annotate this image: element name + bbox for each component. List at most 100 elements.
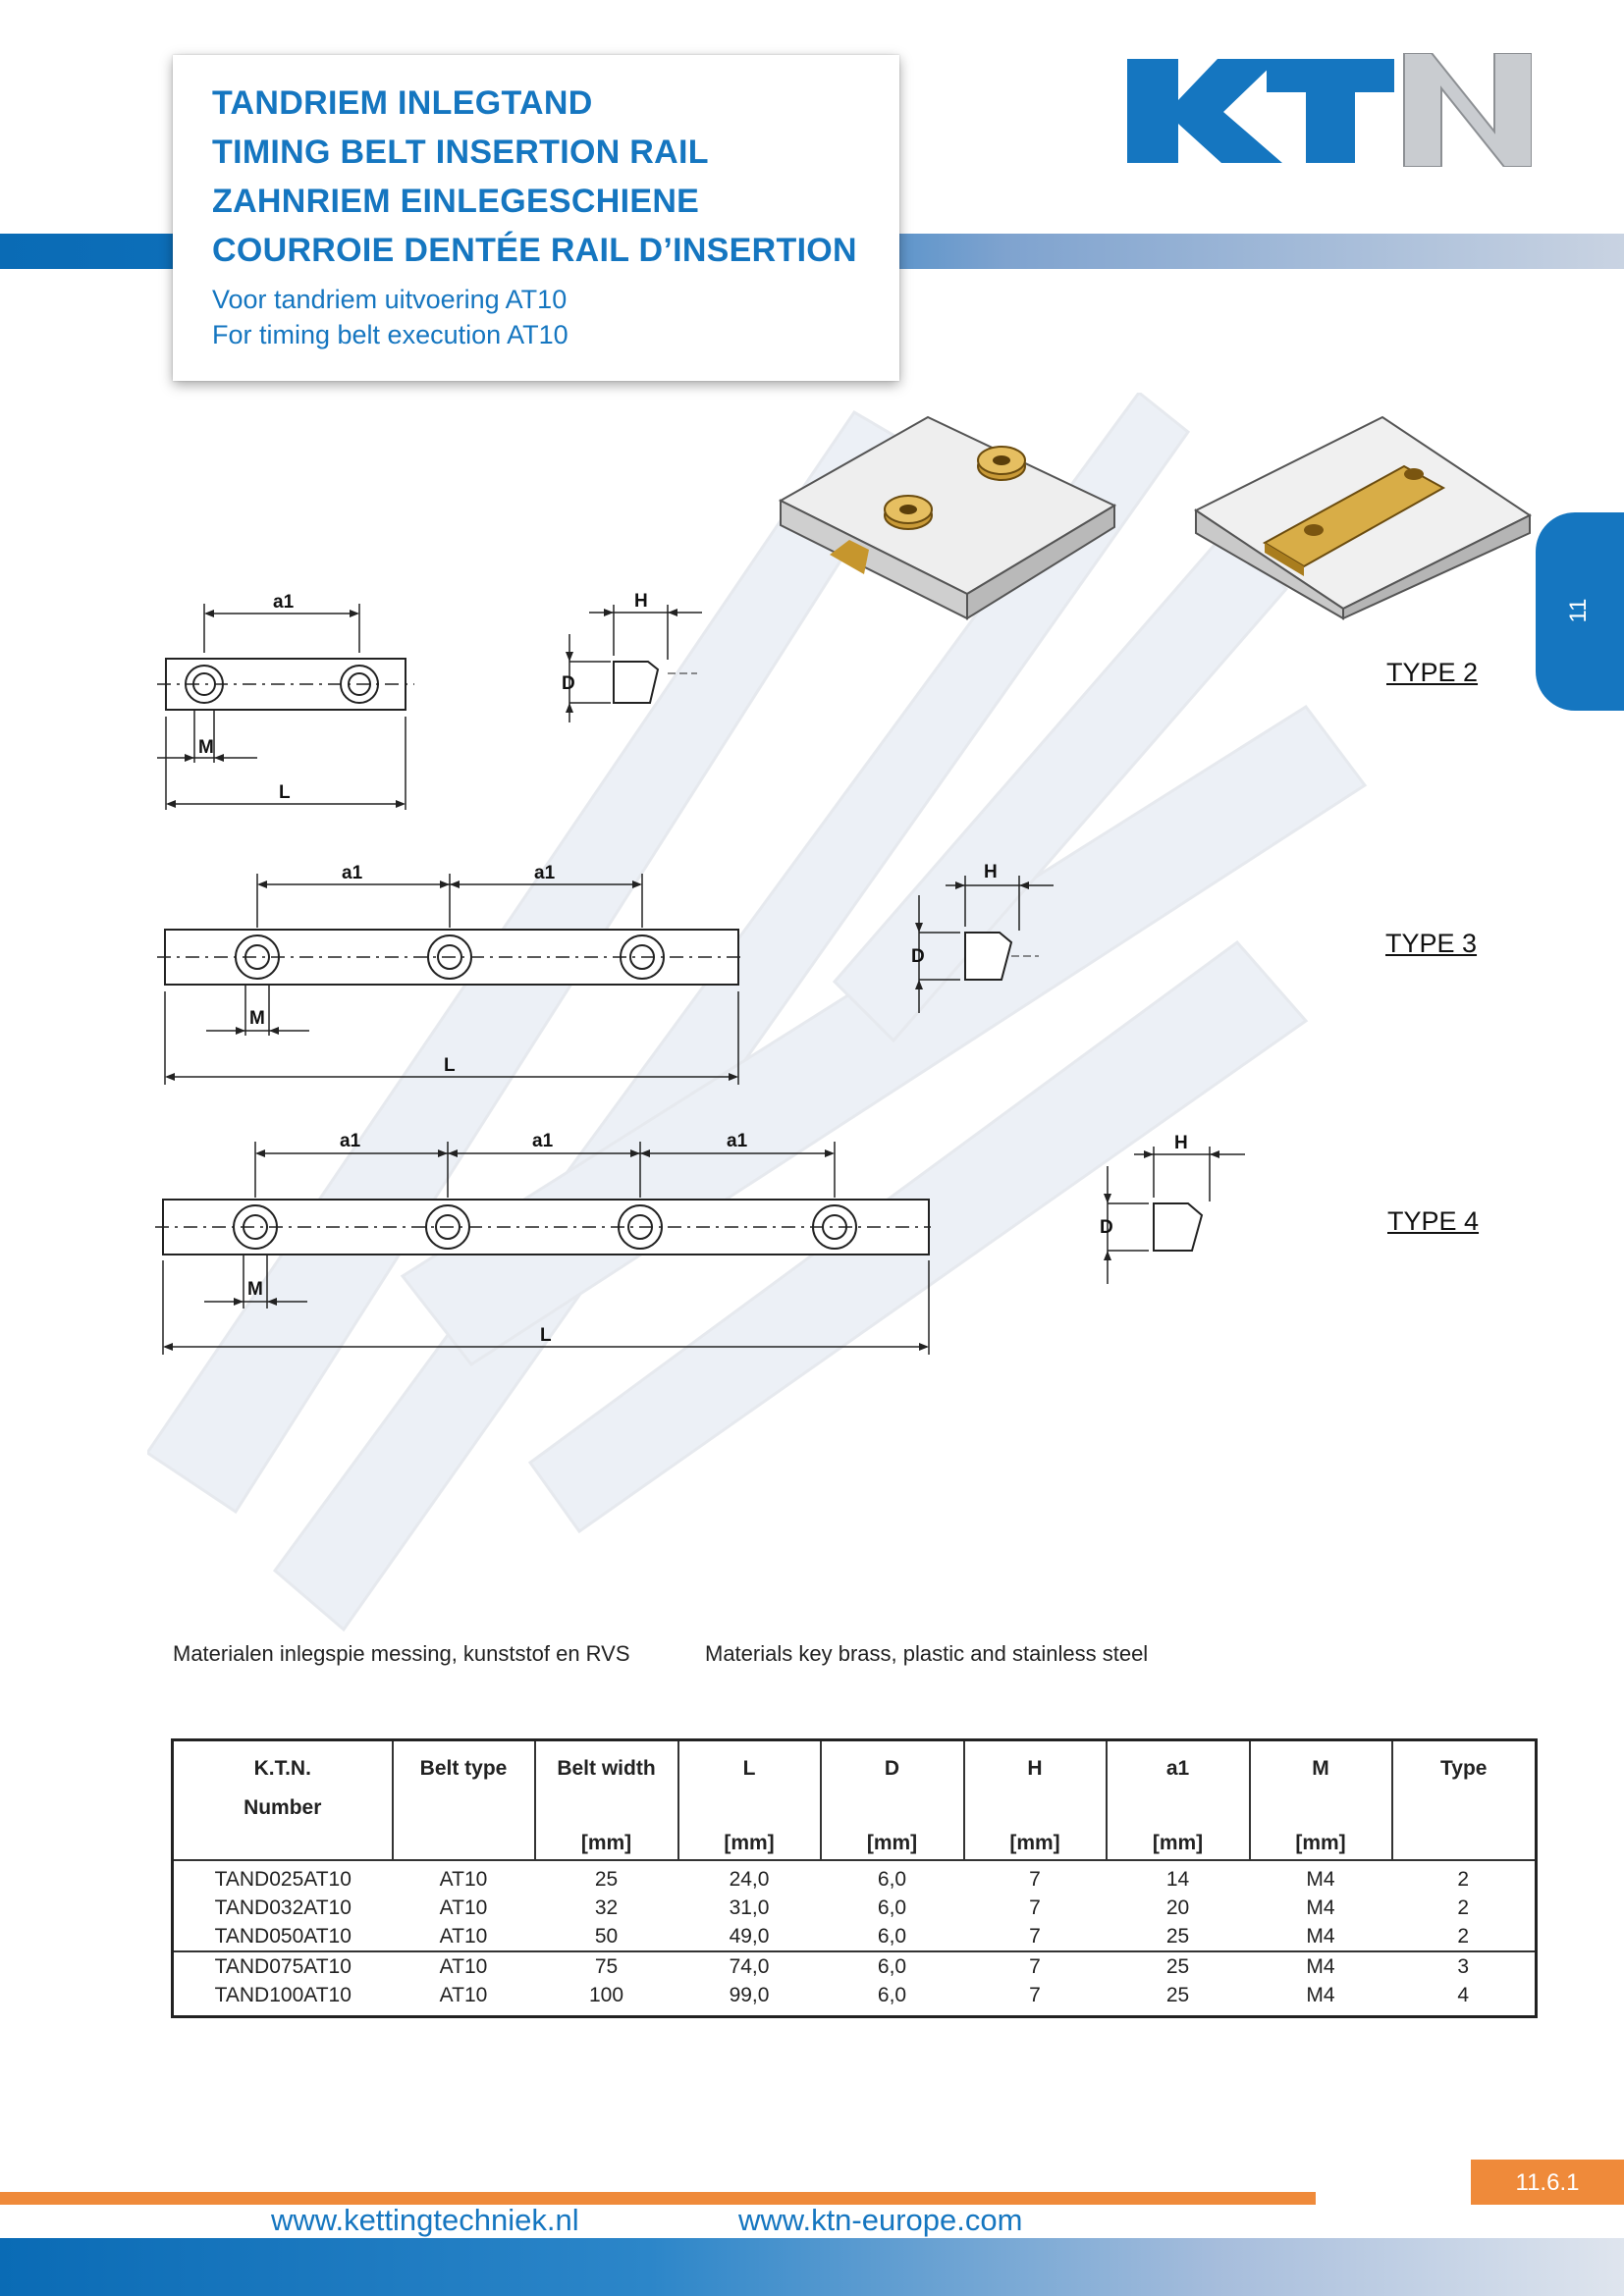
col-header-unit: [mm] — [724, 1832, 775, 1854]
col-header-ktn-label: K.T.N. — [253, 1757, 311, 1780]
cell-l: 49,0 — [729, 1925, 770, 1948]
cell-ktn-number: TAND025AT10 — [214, 1868, 352, 1891]
dim-label-d: D — [911, 946, 925, 967]
type-2-label: TYPE 2 — [1386, 658, 1479, 687]
dim-label-a1: a1 — [727, 1131, 748, 1151]
cell-d: 6,0 — [877, 1868, 907, 1891]
table-header-row: K.T.N. Number Belt type Belt width [mm] L… — [172, 1739, 1537, 1861]
col-header-label: Belt type — [419, 1757, 508, 1780]
col-header-type: Type — [1390, 1739, 1537, 1861]
cell-belt-width: 100 — [588, 1984, 624, 2006]
dim-label-l: L — [444, 1055, 456, 1076]
dim-label-a1: a1 — [342, 863, 363, 883]
spec-table: K.T.N. Number Belt type Belt width [mm] L… — [171, 1738, 1538, 2018]
cell-d: 6,0 — [877, 1925, 907, 1948]
col-header-belt-type: Belt type — [391, 1739, 535, 1861]
cell-type: 4 — [1457, 1984, 1470, 2006]
dim-label-d: D — [1100, 1217, 1113, 1238]
col-header-number-label: Number — [244, 1796, 322, 1819]
cell-type: 2 — [1457, 1896, 1470, 1919]
col-header-label: H — [1027, 1757, 1043, 1780]
cell-m: M4 — [1249, 1950, 1392, 1981]
title-de: ZAHNRIEM EINLEGESCHIENE — [212, 183, 700, 220]
cell-belt-width: 75 — [534, 1950, 678, 1981]
col-header-unit: [mm] — [866, 1832, 918, 1854]
subtitle-en: For timing belt execution AT10 — [212, 320, 568, 349]
table-row: TAND075AT10 AT10 75 74,0 6,0 7 25 M4 3 — [172, 1950, 1537, 1981]
cell-l: 99,0 — [729, 1984, 770, 2006]
product-image-plate — [778, 415, 1117, 620]
col-header-label: L — [742, 1757, 756, 1780]
type2-side-drawing: H D — [562, 591, 702, 722]
dim-label-h: H — [984, 862, 998, 882]
cell-m: M4 — [1306, 1984, 1335, 2006]
cell-l: 31,0 — [729, 1896, 770, 1919]
col-header-label: M — [1312, 1757, 1329, 1780]
page-number-box: 11.6.1 — [1471, 2160, 1624, 2205]
cell-h: 7 — [1029, 1984, 1041, 2006]
cell-type: 3 — [1391, 1950, 1537, 1981]
cell-m: M4 — [1306, 1896, 1335, 1919]
dim-label-h: H — [1174, 1133, 1188, 1153]
col-header-l: L [mm] — [677, 1739, 821, 1861]
cell-a1: 25 — [1106, 1950, 1250, 1981]
type3-side-drawing: H D — [911, 862, 1054, 1013]
col-header-unit: [mm] — [1295, 1832, 1346, 1854]
col-header-m: M [mm] — [1248, 1739, 1392, 1861]
col-header-label: Type — [1440, 1757, 1488, 1780]
link-kettingtechniek[interactable]: www.kettingtechniek.nl — [271, 2203, 579, 2237]
cell-belt-width: 32 — [594, 1896, 619, 1919]
dim-label-m: M — [249, 1008, 265, 1029]
dim-label-d: D — [562, 673, 575, 694]
cell-belt-type: AT10 — [392, 1950, 535, 1981]
cell-h: 7 — [1029, 1925, 1041, 1948]
cell-h: 7 — [1029, 1868, 1041, 1891]
cell-h: 7 — [1029, 1896, 1041, 1919]
title-card: TANDRIEM INLEGTAND TIMING BELT INSERTION… — [173, 55, 899, 381]
cell-ktn-number: TAND100AT10 — [214, 1984, 352, 2006]
type-4-label: TYPE 4 — [1387, 1206, 1480, 1236]
col-header-belt-width: Belt width [mm] — [533, 1739, 678, 1861]
cell-a1: 25 — [1165, 1925, 1190, 1948]
cell-ktn-number: TAND075AT10 — [172, 1950, 393, 1981]
dim-label-a1: a1 — [273, 592, 295, 613]
type3-top-drawing: a1 a1 M L — [157, 863, 746, 1085]
col-header-ktn-number: K.T.N. Number — [172, 1739, 393, 1861]
dim-label-h: H — [634, 591, 648, 612]
cell-d: 6,0 — [820, 1950, 964, 1981]
dim-label-a1: a1 — [340, 1131, 361, 1151]
cell-d: 6,0 — [877, 1984, 907, 2006]
col-header-label: Belt width — [557, 1757, 656, 1780]
dim-label-a1: a1 — [532, 1131, 554, 1151]
col-header-unit: [mm] — [1009, 1832, 1060, 1854]
materials-nl: Materialen inlegspie messing, kunststof … — [173, 1641, 630, 1666]
table-row: TAND050AT10 AT10 50 49,0 6,0 7 25 M4 2 — [173, 1922, 1537, 1951]
cell-type: 2 — [1457, 1925, 1470, 1948]
subtitle-nl: Voor tandriem uitvoering AT10 — [212, 285, 568, 314]
cell-belt-type: AT10 — [439, 1984, 488, 2006]
product-image-rail — [1194, 415, 1532, 620]
cell-type: 2 — [1457, 1868, 1470, 1891]
col-header-d: D [mm] — [819, 1739, 964, 1861]
col-header-unit: [mm] — [1152, 1832, 1204, 1854]
title-en: TIMING BELT INSERTION RAIL — [212, 133, 709, 171]
cell-d: 6,0 — [877, 1896, 907, 1919]
cell-a1: 25 — [1165, 1984, 1190, 2006]
col-header-h: H [mm] — [962, 1739, 1107, 1861]
type2-top-drawing: a1 M L — [157, 592, 414, 810]
col-header-unit: [mm] — [580, 1832, 632, 1854]
title-nl: TANDRIEM INLEGTAND — [212, 84, 593, 122]
type4-top-drawing: a1 a1 a1 M L — [155, 1131, 931, 1355]
footer-orange-line — [0, 2192, 1316, 2205]
cell-ktn-number: TAND032AT10 — [214, 1896, 352, 1919]
dim-label-l: L — [540, 1325, 552, 1346]
cell-ktn-number: TAND050AT10 — [214, 1925, 352, 1948]
dim-label-a1: a1 — [534, 863, 556, 883]
dim-label-m: M — [198, 737, 214, 758]
link-ktn-europe[interactable]: www.ktn-europe.com — [738, 2203, 1023, 2237]
cell-m: M4 — [1306, 1868, 1335, 1891]
ktn-logo — [1127, 53, 1532, 167]
cell-l: 74,0 — [677, 1950, 821, 1981]
cell-m: M4 — [1306, 1925, 1335, 1948]
table-row: TAND100AT10 AT10 100 99,0 6,0 7 25 M4 4 — [173, 1981, 1537, 2017]
